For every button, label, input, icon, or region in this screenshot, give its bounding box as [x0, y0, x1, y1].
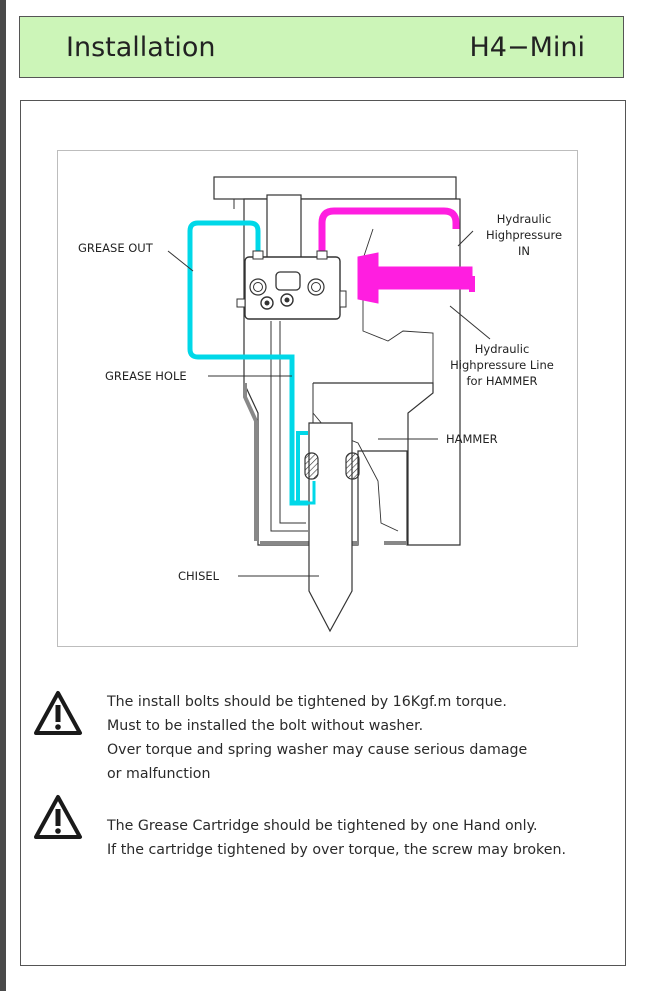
warning-note-bolts: The install bolts should be tightened by… — [107, 694, 528, 782]
label-hydraulic-line: Hydraulic Highpressure Line for HAMMER — [450, 342, 554, 388]
retaining-pin — [345, 452, 360, 480]
label-hammer: HAMMER — [446, 432, 498, 446]
warning-note-grease: The Grease Cartridge should be tightened… — [107, 818, 566, 858]
label-chisel: CHISEL — [178, 569, 220, 583]
warning-triangle-icon — [34, 691, 82, 735]
installation-diagram: GREASE OUT GREASE HOLE CHISEL HAMMER Hyd… — [57, 150, 578, 647]
label-grease-out: GREASE OUT — [78, 241, 153, 255]
content-panel — [20, 100, 626, 966]
bracket-plate — [213, 176, 457, 200]
label-grease-hole: GREASE HOLE — [105, 369, 187, 383]
model-name: H4−Mini — [469, 32, 585, 63]
chisel — [308, 422, 353, 633]
retaining-pin — [304, 452, 319, 480]
page-title: Installation — [66, 32, 216, 63]
cylinder — [266, 194, 302, 266]
page-header: Installation H4−Mini — [19, 16, 624, 78]
hydraulic-line — [318, 207, 460, 255]
warning-triangle-icon — [34, 795, 82, 839]
grease-line — [187, 220, 308, 506]
label-hydraulic-in: Hydraulic Highpressure IN — [485, 212, 563, 258]
left-margin-rule — [0, 0, 6, 991]
hammer-schematic — [167, 176, 491, 633]
